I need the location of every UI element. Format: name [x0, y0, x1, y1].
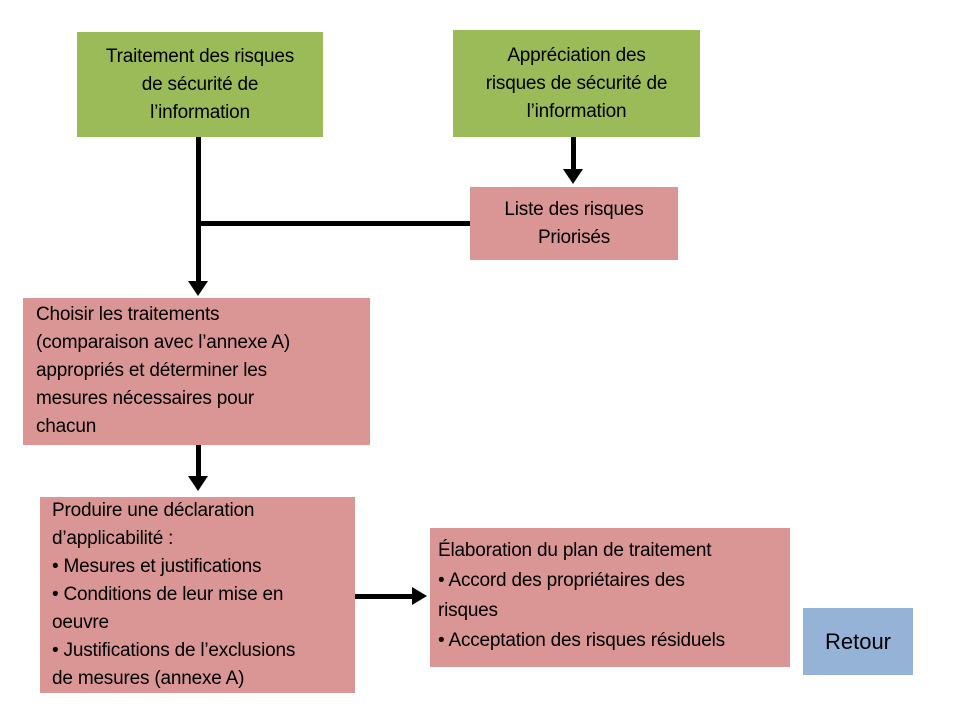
connector-appreciation-down-line: [571, 137, 576, 171]
arrowhead-into-liste: [563, 169, 583, 184]
box-traitement-risques: Traitement des risques de sécurité de l’…: [77, 32, 323, 137]
box-choisir-traitements: Choisir les traitements (comparaison ave…: [23, 298, 370, 445]
connector-liste-horizontal-line: [196, 221, 470, 226]
box-declaration-applicabilite: Produire une déclaration d’applicabilité…: [40, 497, 355, 693]
box-plan-traitement: Élaboration du plan de traitement • Acco…: [430, 528, 790, 667]
connector-choisir-down-line: [196, 445, 201, 478]
arrowhead-into-choisir: [188, 281, 208, 296]
arrowhead-into-elaboration: [412, 587, 427, 605]
box-liste-risques-priorises: Liste des risques Priorisés: [470, 187, 678, 260]
connector-traitement-down-line: [196, 137, 201, 283]
connector-produire-right-line: [355, 594, 412, 599]
retour-button[interactable]: Retour: [803, 608, 913, 675]
arrowhead-into-produire: [188, 476, 208, 491]
box-appreciation-risques: Appréciation des risques de sécurité de …: [453, 30, 700, 137]
